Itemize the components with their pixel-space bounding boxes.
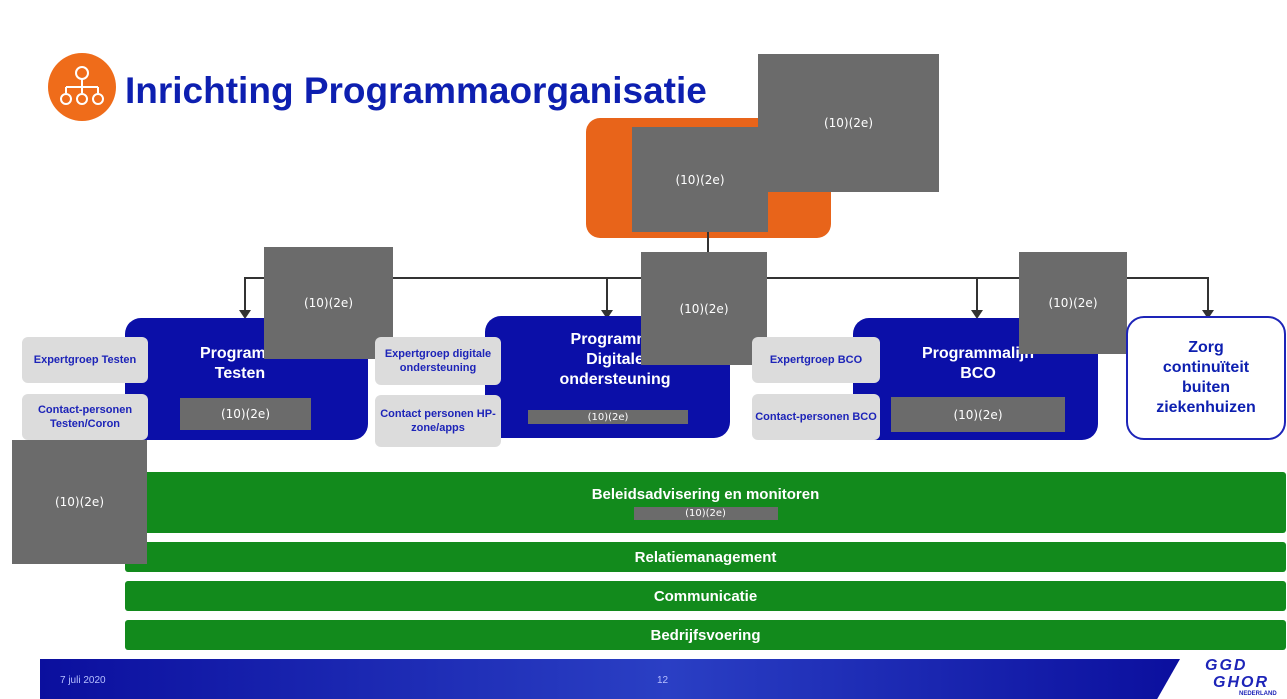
connector-line <box>606 277 608 315</box>
redaction-block: (10)(2e) <box>1019 252 1127 354</box>
redaction-block: (10)(2e) <box>632 127 768 232</box>
bar-relatiemanagement: Relatiemanagement <box>125 542 1286 572</box>
footer-bar <box>40 659 1180 699</box>
redaction-block: (10)(2e) <box>264 247 393 359</box>
expertgroep-testen: Expertgroep Testen <box>22 337 148 383</box>
redaction-block: (10)(2e) <box>758 54 939 192</box>
redaction-block: (10)(2e) <box>641 252 767 365</box>
bar-bedrijfsvoering: Bedrijfsvoering <box>125 620 1286 650</box>
redaction-block: (10)(2e) <box>891 397 1065 432</box>
footer-date: 7 juli 2020 <box>60 675 106 686</box>
footer-page-number: 12 <box>657 675 669 686</box>
contactpersonen-testen: Contact-personen Testen/Coron <box>22 394 148 440</box>
redaction-block: (10)(2e) <box>633 506 778 520</box>
bar-communicatie: Communicatie <box>125 581 1286 611</box>
redaction-block: (10)(2e) <box>12 440 147 564</box>
digitaal-title: Programma Digitale ondersteuning <box>559 331 671 388</box>
expertgroep-digitaal: Expertgroep digitale ondersteuning <box>375 337 501 385</box>
page-title: Inrichting Programmaorganisatie <box>125 70 707 111</box>
redaction-block: (10)(2e) <box>528 410 688 424</box>
testen-title: Programm Testen <box>199 345 281 382</box>
contactpersonen-bco: Contact-personen BCO <box>752 394 880 440</box>
org-chart-icon <box>48 53 116 121</box>
contactpersonen-digitaal: Contact personen HP-zone/apps <box>375 395 501 447</box>
ggd-ghor-logo: GGD GHOR NEDERLAND <box>1205 657 1277 697</box>
bco-title: Programmalijn BCO <box>921 345 1035 382</box>
bar-beleidsadvisering: Beleidsadvisering en monitoren (10)(2e) <box>125 472 1286 533</box>
expertgroep-bco: Expertgroep BCO <box>752 337 880 383</box>
connector-line <box>1207 277 1209 315</box>
redaction-block: (10)(2e) <box>180 398 311 430</box>
bar-beleidsadvisering-label: Beleidsadvisering en monitoren <box>591 485 820 503</box>
connector-line <box>976 277 978 315</box>
zorg-continuiteit-box: Zorg continuïteit buiten ziekenhuizen <box>1126 316 1286 440</box>
connector-line <box>244 277 246 315</box>
